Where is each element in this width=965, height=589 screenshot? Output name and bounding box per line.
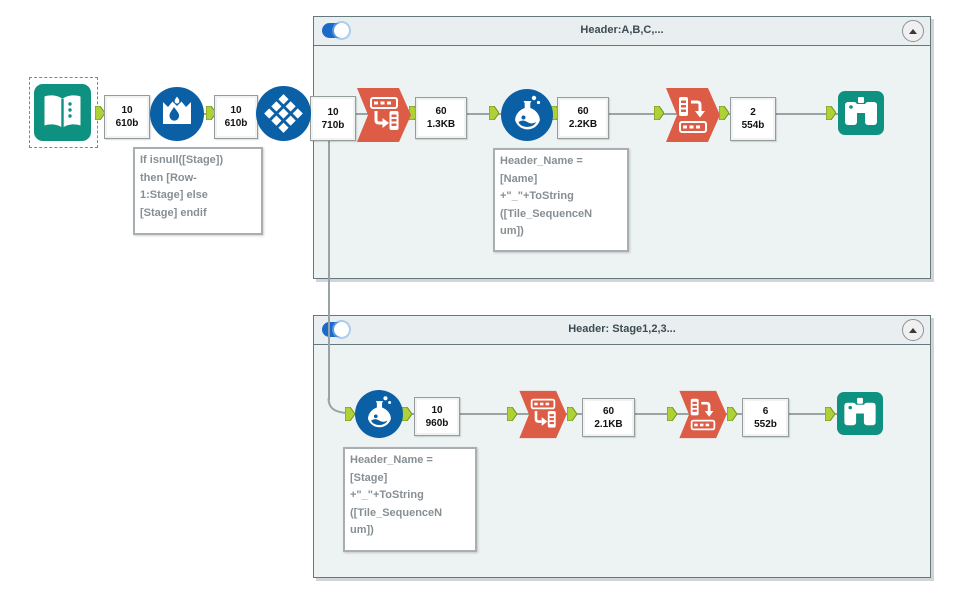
annotation-formula-bottom[interactable]: Header_Name = [Stage] +"_"+ToString ([Ti…	[343, 447, 477, 552]
tile-tool[interactable]	[256, 86, 311, 141]
formula-tool[interactable]	[501, 89, 553, 141]
input-anchor[interactable]	[654, 106, 664, 120]
record-count: 60	[577, 106, 589, 117]
connection-label: 10 610b	[104, 95, 150, 139]
cross-tab-tool[interactable]	[665, 87, 721, 143]
open-book-icon	[44, 95, 81, 128]
connection-label: 60 1.3KB	[415, 97, 467, 139]
container-header-bar[interactable]: Header: Stage1,2,3...	[314, 316, 930, 345]
record-count: 6	[762, 405, 769, 417]
container-collapse-button[interactable]	[902, 319, 924, 341]
data-size: 710b	[321, 119, 345, 131]
container-enable-toggle[interactable]	[322, 23, 349, 38]
connection-label: 60 2.2KB	[557, 97, 609, 139]
chevron-up-icon	[909, 327, 917, 333]
diamond-mosaic-icon	[264, 94, 303, 133]
record-count: 10	[431, 404, 443, 416]
annotation-formula-top[interactable]: Header_Name = [Name] +"_"+ToString ([Til…	[493, 148, 629, 252]
transpose-tool[interactable]	[356, 87, 412, 143]
browse-tool[interactable]	[837, 392, 883, 435]
multi-row-formula-tool[interactable]	[150, 87, 204, 141]
container-collapse-button[interactable]	[902, 20, 924, 42]
data-size: 554b	[741, 120, 765, 131]
connection-label: 2 554b	[730, 97, 776, 141]
input-data-tool[interactable]	[34, 84, 91, 141]
record-count: 10	[230, 105, 242, 116]
header-row-to-column-arrow-icon	[519, 390, 567, 439]
data-size: 610b	[224, 118, 248, 129]
output-anchor[interactable]	[95, 106, 105, 120]
data-size: 610b	[115, 118, 139, 129]
output-anchor[interactable]	[719, 106, 729, 120]
connection-label: 10 960b	[414, 397, 460, 436]
browse-tool[interactable]	[838, 91, 884, 135]
data-size: 552b	[754, 418, 777, 430]
data-size: 960b	[425, 417, 449, 429]
flask-icon	[368, 396, 392, 428]
header-row-to-column-arrow-icon	[357, 88, 411, 142]
column-to-header-row-arrow-icon	[666, 88, 720, 142]
connection-wire-branch-down[interactable]	[328, 139, 330, 400]
container-title: Header:A,B,C,...	[580, 24, 664, 36]
output-anchor[interactable]	[567, 407, 577, 421]
flask-icon	[515, 95, 541, 130]
container-header-bar[interactable]: Header:A,B,C,...	[314, 17, 930, 46]
input-anchor[interactable]	[826, 106, 836, 120]
input-anchor[interactable]	[489, 106, 499, 120]
binoculars-icon	[845, 97, 877, 125]
toggle-knob-icon	[334, 23, 349, 38]
connection-label: 10 710b	[310, 96, 356, 141]
data-size: 2.1KB	[594, 418, 623, 430]
binoculars-icon	[844, 397, 876, 426]
column-to-header-row-arrow-icon	[679, 390, 727, 439]
record-count: 10	[327, 106, 339, 118]
record-count: 60	[602, 405, 615, 417]
input-anchor[interactable]	[345, 407, 355, 421]
output-anchor[interactable]	[727, 407, 737, 421]
input-anchor[interactable]	[507, 407, 517, 421]
connection-label: 6 552b	[742, 398, 789, 437]
record-count: 10	[121, 105, 133, 116]
connection-label: 10 610b	[214, 95, 258, 139]
output-anchor[interactable]	[206, 106, 216, 120]
transpose-tool[interactable]	[518, 390, 568, 439]
basin-droplet-icon	[163, 96, 191, 124]
input-anchor[interactable]	[667, 407, 677, 421]
toggle-knob-icon	[334, 322, 349, 337]
output-anchor[interactable]	[402, 407, 412, 421]
record-count: 60	[435, 106, 447, 117]
input-anchor[interactable]	[825, 407, 835, 421]
cross-tab-tool[interactable]	[678, 390, 728, 439]
chevron-up-icon	[909, 28, 917, 34]
data-size: 2.2KB	[568, 119, 598, 130]
container-title: Header: Stage1,2,3...	[568, 323, 676, 335]
formula-tool[interactable]	[355, 390, 403, 438]
data-size: 1.3KB	[426, 119, 456, 130]
connection-label: 60 2.1KB	[582, 398, 635, 437]
annotation-multi-row-formula[interactable]: If isnull([Stage]) then [Row- 1:Stage] e…	[133, 147, 263, 235]
record-count: 2	[750, 107, 756, 118]
